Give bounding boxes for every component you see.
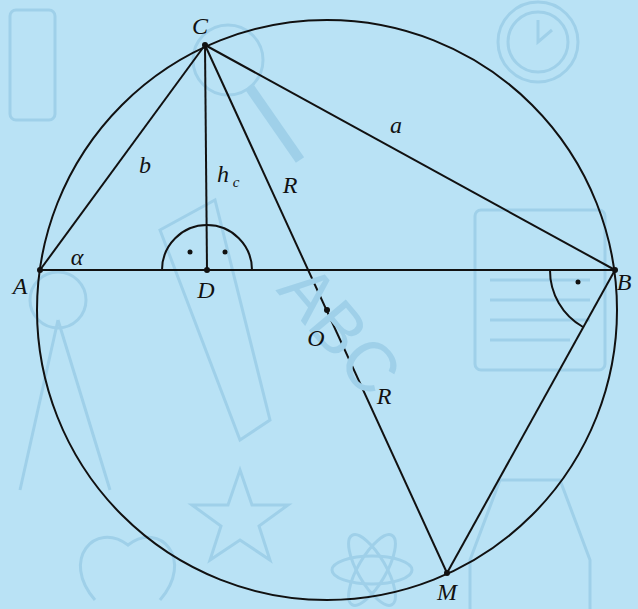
diameter xyxy=(205,45,447,573)
subscript: c xyxy=(233,175,240,190)
right-angle-arc xyxy=(162,225,252,270)
point-label: C xyxy=(192,14,208,38)
point-label: D xyxy=(197,278,214,302)
points xyxy=(37,42,618,576)
angle-label: α xyxy=(71,245,84,269)
segment-bm xyxy=(447,270,615,573)
document-lines xyxy=(490,280,590,340)
magnifier-handle xyxy=(250,88,300,160)
angle-dot xyxy=(188,250,193,255)
side-label: b xyxy=(139,153,151,177)
background-icons xyxy=(10,2,605,609)
point-label: A xyxy=(13,274,28,298)
clock-face xyxy=(508,12,568,72)
radius-label: R xyxy=(377,384,392,408)
point-label: B xyxy=(617,270,632,294)
point xyxy=(444,570,450,576)
radius-label: R xyxy=(283,173,298,197)
star-icon xyxy=(192,470,288,560)
angle-dot xyxy=(576,280,581,285)
angle-dot xyxy=(223,250,228,255)
side-b xyxy=(40,45,205,270)
altitude-label: h xyxy=(217,162,229,186)
side-label: a xyxy=(390,113,402,137)
compass-legs xyxy=(20,320,110,490)
clock-icon xyxy=(498,2,578,82)
notebook-icon xyxy=(10,10,55,120)
document-icon xyxy=(475,210,605,370)
clock-hands xyxy=(538,20,552,42)
altitude xyxy=(205,45,207,270)
point xyxy=(37,267,43,273)
side-a xyxy=(205,45,615,270)
figure-lines xyxy=(37,20,617,600)
pencil-icon xyxy=(160,200,270,440)
point xyxy=(204,267,210,273)
point-label: M xyxy=(437,580,457,604)
atom-orbit xyxy=(332,556,412,584)
point xyxy=(202,42,208,48)
angle-arc xyxy=(550,270,583,327)
point-label: O xyxy=(307,326,324,350)
circumcircle xyxy=(37,20,617,600)
